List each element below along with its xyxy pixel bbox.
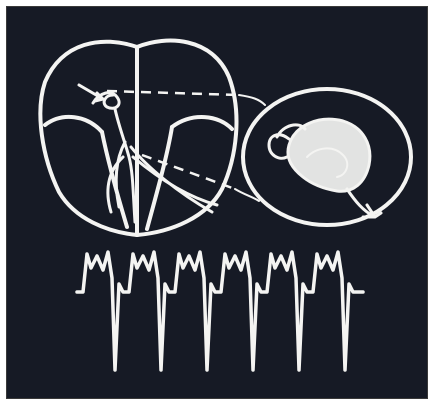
cardiac-conduction-diagram — [7, 7, 428, 399]
figure-panel — [6, 6, 428, 399]
diagram-background — [7, 7, 428, 399]
